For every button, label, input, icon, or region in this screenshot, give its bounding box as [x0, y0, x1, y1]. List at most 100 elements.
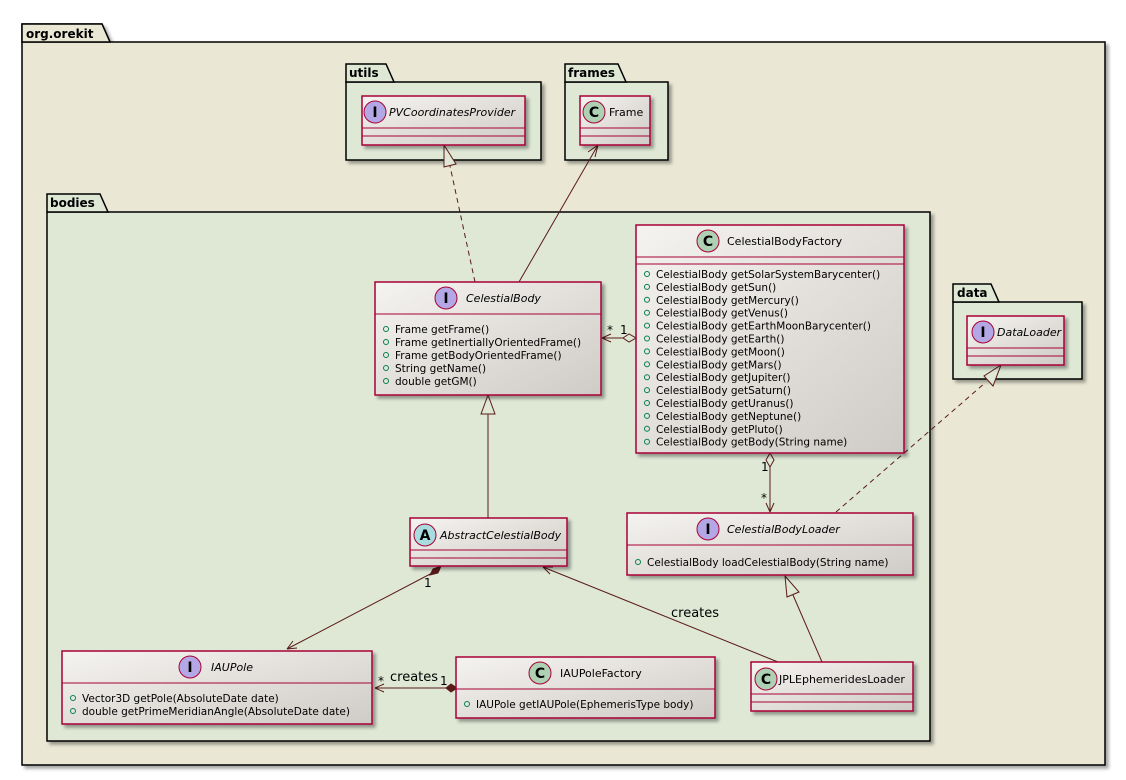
package-label: data — [957, 286, 988, 300]
member-row: CelestialBody getPluto() — [644, 424, 783, 436]
svg-text:CelestialBody loadCelestialBod: CelestialBody loadCelestialBody(String n… — [647, 557, 889, 569]
interface-icon: I — [705, 522, 710, 538]
member-text: CelestialBody getMars() — [656, 359, 782, 371]
class-name: IAUPoleFactory — [560, 667, 642, 680]
svg-text:Vector3D getPole(AbsoluteDate: Vector3D getPole(AbsoluteDate date) — [82, 693, 279, 705]
class-name: IAUPole — [211, 661, 253, 674]
interface-icon: I — [980, 325, 985, 341]
class-name: DataLoader — [997, 326, 1063, 339]
member-text: CelestialBody getEarthMoonBarycenter() — [656, 321, 871, 333]
member-row: Frame getFrame() — [383, 324, 489, 336]
member-row: CelestialBody getSun() — [644, 282, 776, 294]
class-frame[interactable]: C Frame — [579, 95, 651, 146]
class-name: Frame — [609, 106, 644, 119]
relation-jpl-creates-abstract: creates — [542, 566, 779, 663]
member-row: CelestialBody getMars() — [644, 359, 782, 371]
multiplicity-label: * — [378, 674, 384, 688]
multiplicity-label: 1 — [620, 323, 628, 337]
member-row: CelestialBody getUranus() — [644, 398, 794, 410]
member-row: CelestialBody loadCelestialBody(String n… — [635, 557, 889, 569]
member-row: Vector3D getPole(AbsoluteDate date) — [70, 693, 279, 705]
class-jplephemeridesloader[interactable]: C JPLEphemeridesLoader — [750, 661, 914, 712]
svg-text:Frame getInertiallyOrientedFra: Frame getInertiallyOrientedFrame() — [395, 337, 581, 349]
member-text: CelestialBody getVenus() — [656, 308, 788, 320]
class-pvcoordinatesprovider[interactable]: I PVCoordinatesProvider — [361, 95, 526, 146]
interface-icon: I — [443, 291, 448, 307]
member-row: double getGM() — [383, 376, 477, 388]
member-row: double getPrimeMeridianAngle(AbsoluteDat… — [70, 706, 350, 718]
svg-text:Frame getBodyOrientedFrame(): Frame getBodyOrientedFrame() — [395, 350, 562, 362]
relation-abstract-implements-body — [480, 393, 496, 518]
member-text: CelestialBody getBody(String name) — [656, 437, 847, 449]
class-name: CelestialBodyLoader — [727, 523, 841, 536]
member-text: CelestialBody getSun() — [656, 282, 776, 294]
svg-text:double getGM(): double getGM() — [395, 376, 477, 388]
class-icon: C — [589, 105, 599, 121]
relation-label: creates — [390, 670, 438, 685]
class-dataloader[interactable]: I DataLoader — [966, 315, 1065, 366]
interface-icon: I — [372, 105, 377, 121]
relation-body-to-frame — [518, 144, 599, 283]
class-name: AbstractCelestialBody — [439, 529, 562, 542]
class-icon: C — [761, 672, 771, 688]
class-abstractcelestialbody[interactable]: A AbstractCelestialBody — [409, 517, 568, 567]
class-icon: C — [535, 666, 545, 682]
abstract-icon: A — [420, 528, 431, 544]
member-row: Frame getBodyOrientedFrame() — [383, 350, 562, 362]
class-iaupolefactory[interactable]: C IAUPoleFactory IAUPole getIAUPole(Ephe… — [455, 656, 716, 719]
svg-text:String getName(): String getName() — [395, 363, 486, 375]
class-icon: C — [703, 234, 713, 250]
package-label: bodies — [50, 196, 95, 210]
svg-text:double getPrimeMeridianAngle(A: double getPrimeMeridianAngle(AbsoluteDat… — [82, 706, 350, 718]
multiplicity-label: 1 — [761, 460, 769, 474]
class-name: CelestialBodyFactory — [727, 235, 843, 248]
member-list: Frame getFrame() Frame getInertiallyOrie… — [383, 324, 581, 388]
member-row: CelestialBody getNeptune() — [644, 411, 801, 423]
member-row: IAUPole getIAUPole(EphemerisType body) — [464, 699, 693, 711]
class-celestialbodyfactory[interactable]: C CelestialBodyFactory CelestialBody get… — [635, 224, 905, 454]
multiplicity-label: * — [761, 491, 767, 505]
member-text: CelestialBody getPluto() — [656, 424, 783, 436]
svg-text:Frame getFrame(): Frame getFrame() — [395, 324, 489, 336]
member-row: CelestialBody getVenus() — [644, 308, 788, 320]
member-text: CelestialBody getSaturn() — [656, 385, 791, 397]
multiplicity-label: * — [607, 323, 613, 337]
member-text: CelestialBody getUranus() — [656, 398, 794, 410]
member-text: CelestialBody getEarth() — [656, 334, 784, 346]
member-row: CelestialBody getBody(String name) — [644, 437, 847, 449]
member-row: CelestialBody getEarthMoonBarycenter() — [644, 321, 871, 333]
member-row: CelestialBody getJupiter() — [644, 372, 791, 384]
relation-factory-creates-pole: * creates 1 — [374, 670, 458, 693]
member-text: CelestialBody getSolarSystemBarycenter() — [656, 269, 880, 281]
package-label: frames — [568, 66, 615, 80]
relation-abstract-composes-pole: 1 — [286, 565, 442, 650]
member-text: CelestialBody getNeptune() — [656, 411, 801, 423]
member-row: String getName() — [383, 363, 486, 375]
member-text: CelestialBody getMoon() — [656, 346, 785, 358]
class-name: CelestialBody — [466, 292, 541, 305]
relation-body-realizes-pvprovider — [443, 143, 476, 283]
member-row: CelestialBody getSaturn() — [644, 385, 791, 397]
member-text: CelestialBody getJupiter() — [656, 372, 791, 384]
class-name: PVCoordinatesProvider — [389, 106, 517, 119]
class-celestialbody[interactable]: I CelestialBody Frame getFrame() Frame g… — [374, 281, 602, 396]
package-label: org.orekit — [26, 27, 94, 41]
member-text: CelestialBody getMercury() — [656, 295, 799, 307]
member-row: CelestialBody getEarth() — [644, 334, 784, 346]
package-label: utils — [349, 66, 379, 80]
class-name: JPLEphemeridesLoader — [778, 673, 905, 686]
member-list: CelestialBody getSolarSystemBarycenter()… — [644, 269, 880, 449]
member-row: CelestialBody getMercury() — [644, 295, 799, 307]
interface-icon: I — [187, 660, 192, 676]
relation-factory-aggregates-loader: 1 * — [761, 451, 775, 513]
relation-label: creates — [671, 606, 719, 621]
multiplicity-label: 1 — [424, 576, 432, 590]
member-row: Frame getInertiallyOrientedFrame() — [383, 337, 581, 349]
relation-jpl-implements-loader — [784, 574, 823, 663]
class-celestialbodyloader[interactable]: I CelestialBodyLoader CelestialBody load… — [626, 512, 914, 576]
multiplicity-label: 1 — [440, 674, 448, 688]
member-row: CelestialBody getMoon() — [644, 346, 785, 358]
class-iaupole[interactable]: I IAUPole Vector3D getPole(AbsoluteDate … — [61, 650, 373, 725]
member-row: CelestialBody getSolarSystemBarycenter() — [644, 269, 880, 281]
